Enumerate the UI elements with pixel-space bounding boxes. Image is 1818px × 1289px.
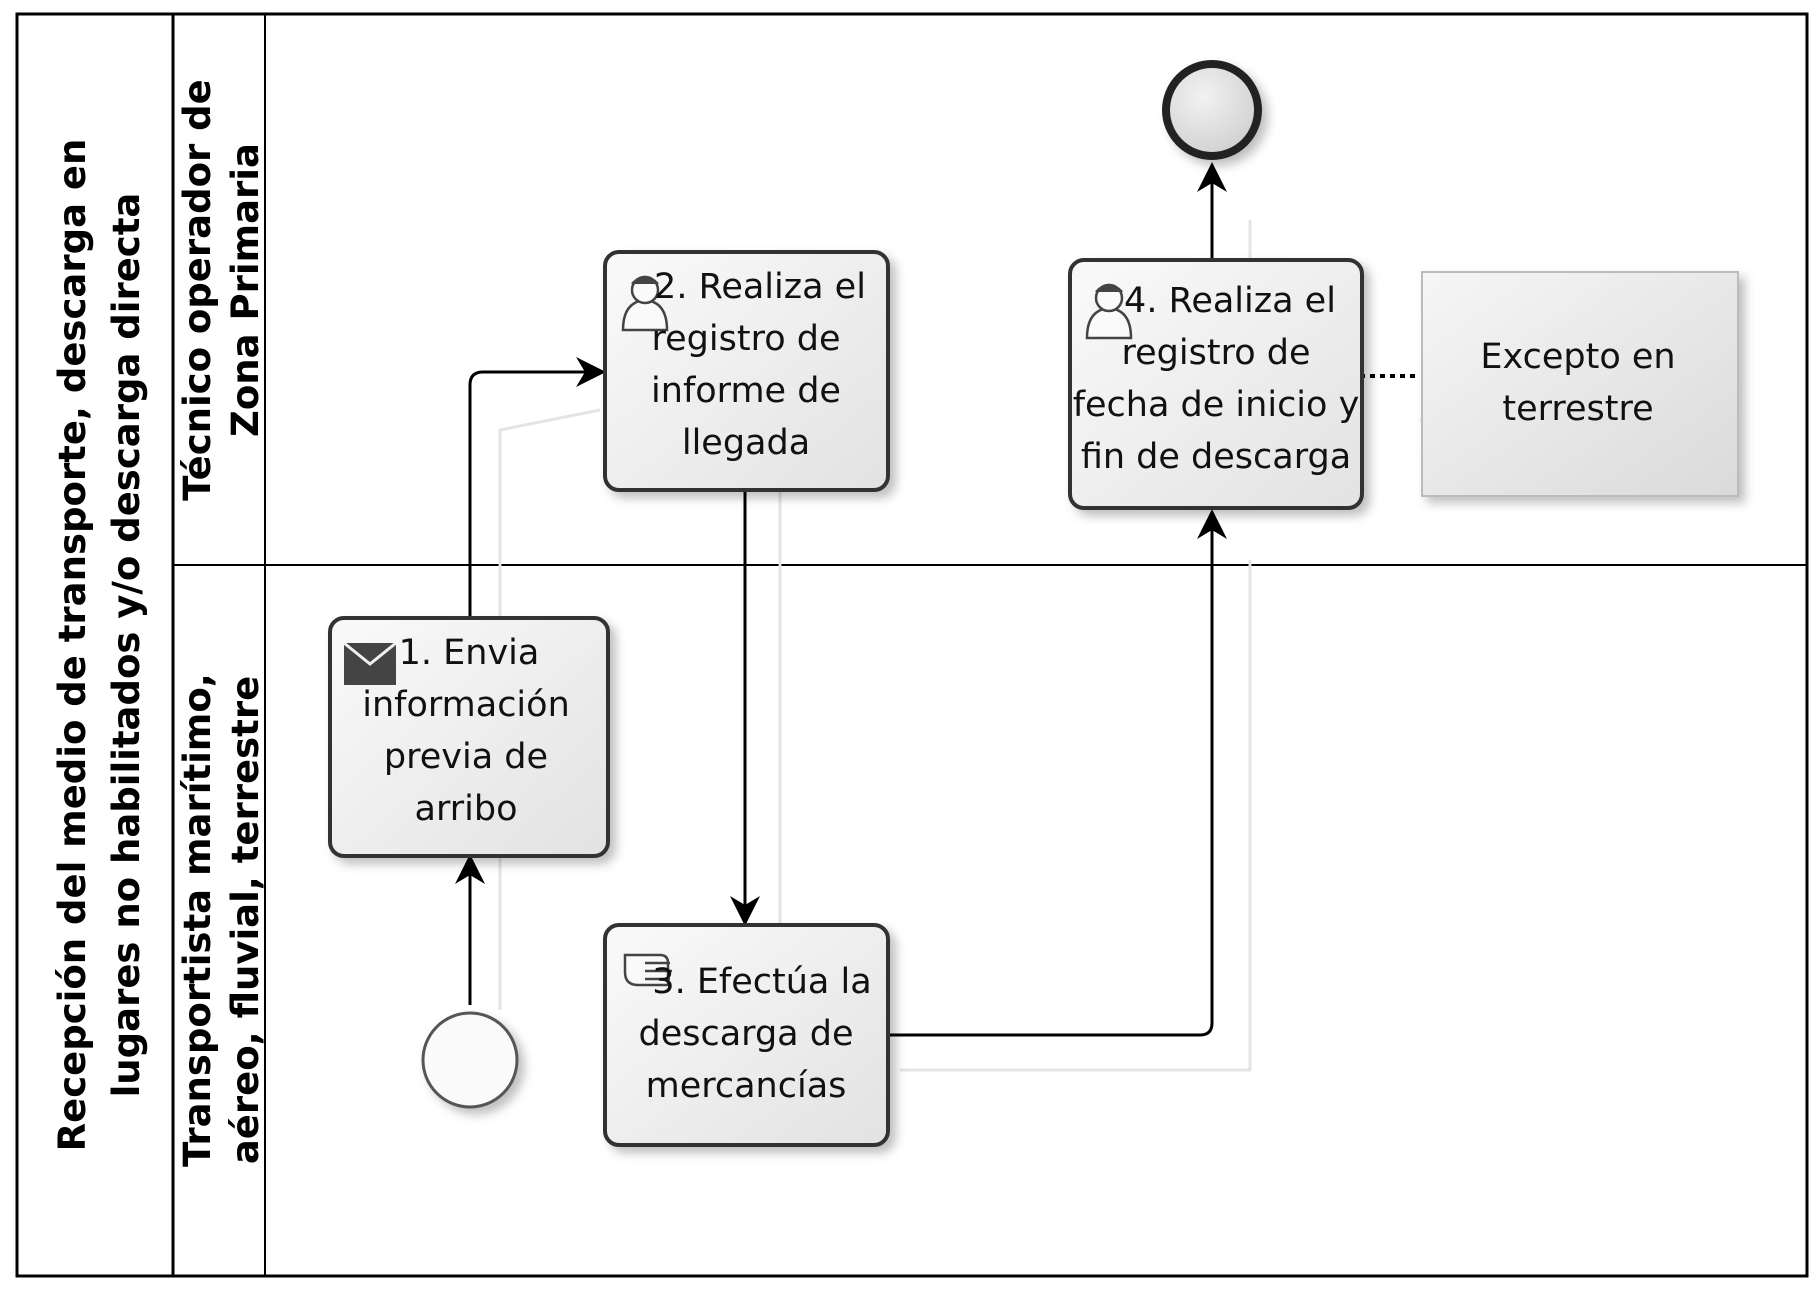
task-4[interactable]: 4. Realiza el registro de fecha de inici… <box>1068 258 1364 510</box>
user-icon <box>621 275 669 332</box>
task-1-line-4: arribo <box>415 789 518 829</box>
end-event[interactable] <box>1162 60 1262 160</box>
task-2-line-2: registro de <box>652 319 841 359</box>
manual-task-icon <box>623 953 672 987</box>
task-2-line-1: 2. Realiza el <box>654 267 866 307</box>
flow-task1-to-task2 <box>468 357 606 618</box>
task-1-line-1: 1. Envia <box>399 633 540 673</box>
user-icon <box>1085 283 1133 340</box>
task-4-line-1: 4. Realiza el <box>1124 281 1336 321</box>
lane-transportista-line-2: aéreo, fluvial, terrestre <box>224 676 267 1164</box>
task-3-line-1: 3. Efectúa la <box>652 962 871 1002</box>
task-4-line-2: registro de <box>1122 333 1311 373</box>
task-2-line-4: llegada <box>682 423 810 463</box>
annotation-line-2: terrestre <box>1502 389 1653 429</box>
task-1-line-2: información <box>362 685 570 725</box>
task-2[interactable]: 2. Realiza el registro de informe de lle… <box>603 250 890 492</box>
flow-task3-to-task4 <box>890 509 1227 1037</box>
pool-frame <box>15 12 1809 1278</box>
task-3-line-3: mercancías <box>646 1066 847 1106</box>
task-3-line-2: descarga de <box>639 1014 854 1054</box>
lane-tecnico-line-1: Técnico operador de <box>176 79 219 500</box>
lane-tecnico-line-2: Zona Primaria <box>224 143 267 437</box>
task-2-line-3: informe de <box>651 371 841 411</box>
text-annotation[interactable]: Excepto en terrestre <box>1421 271 1739 497</box>
lane-label-transportista: Transportista marítimo, aéreo, fluvial, … <box>176 673 267 1167</box>
pool-title-line-2: lugares no habilitados y/o descarga dire… <box>105 193 148 1098</box>
task-4-line-4: fin de descarga <box>1081 437 1351 477</box>
task-3[interactable]: 3. Efectúa la descarga de mercancías <box>603 923 890 1147</box>
pool-title-line-1: Recepción del medio de transporte, desca… <box>51 139 94 1152</box>
lane-transportista-line-1: Transportista marítimo, <box>176 673 219 1167</box>
task-1-line-3: previa de <box>384 737 548 777</box>
lane-label-tecnico: Técnico operador de Zona Primaria <box>176 79 267 500</box>
task-1[interactable]: 1. Envia información previa de arribo <box>328 616 610 858</box>
envelope-icon <box>343 641 397 685</box>
annotation-line-1: Excepto en <box>1480 337 1675 377</box>
pool-title: Recepción del medio de transporte, desca… <box>51 139 148 1152</box>
start-event[interactable] <box>421 1011 519 1109</box>
sequence-flows <box>455 162 1227 1037</box>
task-4-line-3: fecha de inicio y <box>1073 385 1360 425</box>
